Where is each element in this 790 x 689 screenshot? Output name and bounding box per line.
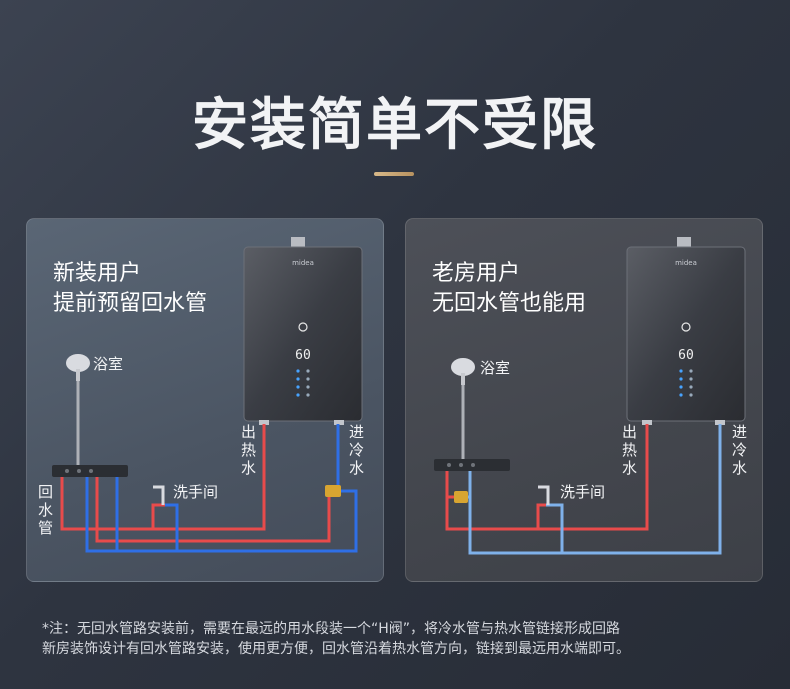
bathroom-label: 浴室 <box>480 359 510 377</box>
panel-title: 新装用户 提前预留回水管 <box>53 259 207 319</box>
vertical-label-text: 进冷水 <box>732 423 747 477</box>
panel-title-line1: 老房用户 <box>432 261 521 286</box>
hot-out-label: 出热水 <box>622 423 637 477</box>
vertical-label-text: 出热水 <box>241 423 256 477</box>
cold-water-pipe <box>85 424 358 553</box>
water-heater: midea 60 <box>626 237 746 425</box>
footnote-line2: 新房装饰设计有回水管路安装，使用更方便，回水管沿着热水管方向，链接到最远用水端即… <box>42 641 630 657</box>
washroom-label: 洗手间 <box>560 483 605 501</box>
panel-title-line2: 提前预留回水管 <box>53 291 208 316</box>
vertical-label-text: 进冷水 <box>349 423 364 477</box>
title-underline <box>374 172 414 176</box>
brand-logo: midea <box>292 259 314 267</box>
panel-old-users: 老房用户 无回水管也能用 midea 60 <box>405 218 763 582</box>
panel-new-users: 新装用户 提前预留回水管 midea 60 <box>26 218 384 582</box>
return-pipe-label: 回水管 <box>38 483 53 537</box>
hot-water-pipe <box>445 424 649 531</box>
washroom-label: 洗手间 <box>173 483 218 501</box>
bathroom-label: 浴室 <box>93 355 123 373</box>
plumbing-diagram: midea 60 浴室 <box>434 237 747 555</box>
page-title: 安装简单不受限 <box>192 93 598 158</box>
vertical-label-text: 出热水 <box>622 423 637 477</box>
h-valve <box>454 491 468 503</box>
power-icon <box>298 322 308 332</box>
panel-title-line1: 新装用户 <box>53 261 142 286</box>
panel-title-line2: 无回水管也能用 <box>432 291 587 316</box>
footnote-line1: *注：无回水管路安装前，需要在最远的用水段装一个“H阀”，将冷水管与热水管链接形… <box>42 621 621 637</box>
water-heater: midea 60 <box>243 237 363 425</box>
footnote: *注：无回水管路安装前，需要在最远的用水段装一个“H阀”，将冷水管与热水管链接形… <box>42 619 762 659</box>
washbasin-faucet-icon <box>153 485 165 505</box>
panel-title: 老房用户 无回水管也能用 <box>432 259 586 319</box>
brand-logo: midea <box>675 259 697 267</box>
flue-pipe <box>677 237 691 249</box>
hot-out-label: 出热水 <box>241 423 256 477</box>
temperature-display: 60 <box>295 348 311 363</box>
flue-pipe <box>291 237 305 249</box>
plumbing-diagram: midea 60 浴室 <box>38 237 364 553</box>
shower-icon <box>451 358 475 465</box>
cold-in-label: 进冷水 <box>732 423 747 477</box>
vertical-label-text: 回水管 <box>38 483 53 537</box>
temperature-display: 60 <box>678 348 694 363</box>
cold-in-label: 进冷水 <box>349 423 364 477</box>
h-valve <box>325 485 341 497</box>
washbasin-faucet-icon <box>538 485 550 505</box>
power-icon <box>681 322 691 332</box>
shower-icon <box>66 354 90 471</box>
hot-water-pipe <box>60 424 331 543</box>
